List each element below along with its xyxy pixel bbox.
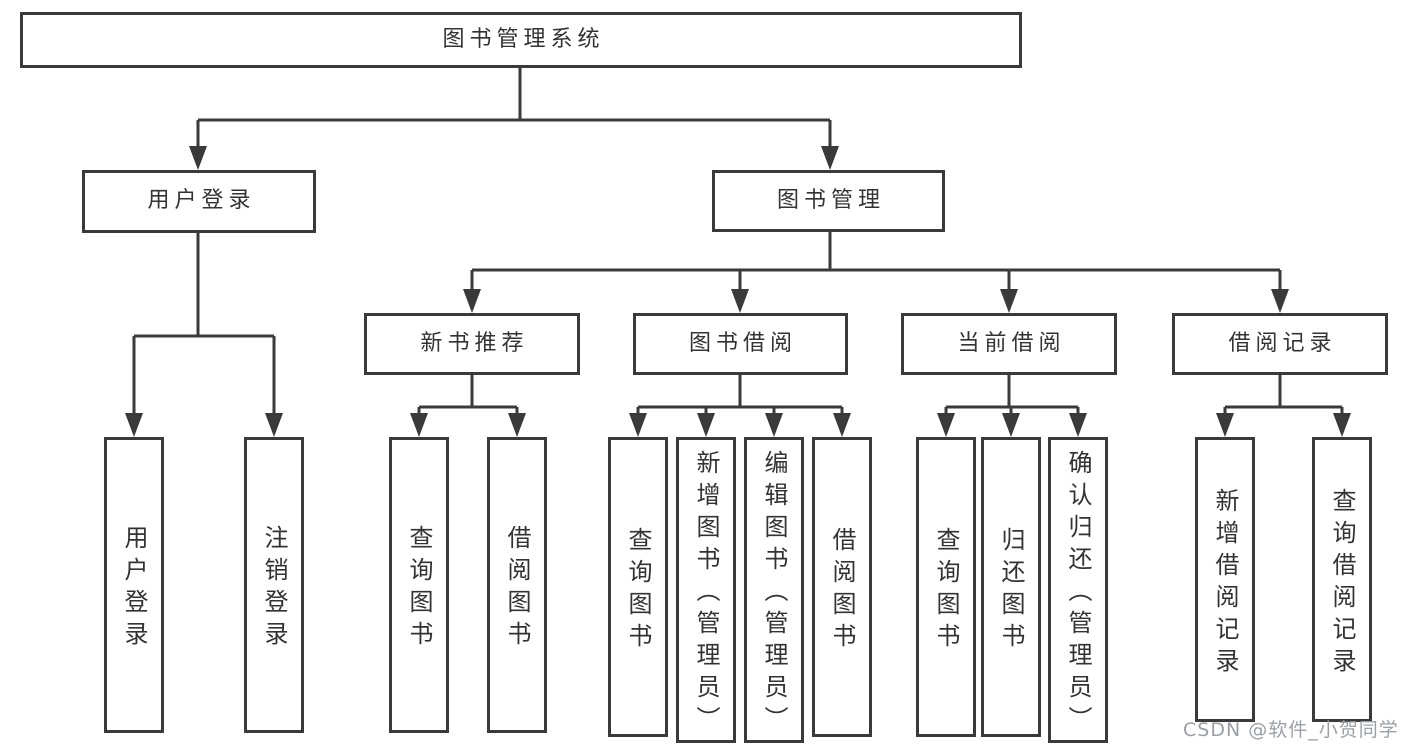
- leaf-query-books-1-label: 查询图书: [405, 525, 433, 653]
- leaf-return-books: 归还图书: [981, 437, 1041, 737]
- node-new-book-recommendation: 新书推荐: [364, 313, 580, 375]
- arrowhead-return-books: [1002, 413, 1020, 437]
- leaf-add-book-admin-label: 新增图书（管理员）: [692, 450, 720, 738]
- node-user-login: 用户登录: [82, 170, 316, 233]
- connector-borrowing-records-children: [1223, 375, 1344, 417]
- leaf-add-book-admin: 新增图书（管理员）: [676, 437, 736, 743]
- arrowhead-new-book: [463, 289, 481, 313]
- arrowhead-leaf-user-login: [125, 413, 143, 437]
- leaf-query-books-3-label: 查询图书: [932, 527, 960, 655]
- arrowhead-query-books-1: [410, 413, 428, 437]
- connector-user-login-children: [132, 233, 276, 417]
- arrowhead-leaf-logout: [265, 413, 283, 437]
- connector-book-borrowing-children: [636, 375, 844, 417]
- node-book-borrowing-label: 图书借阅: [688, 330, 797, 356]
- arrowhead-borrow-books-1: [508, 413, 526, 437]
- leaf-return-books-label: 归还图书: [997, 527, 1025, 655]
- leaf-query-borrow-record: 查询借阅记录: [1312, 437, 1372, 722]
- leaf-query-books-3: 查询图书: [916, 437, 976, 737]
- arrowhead-add-borrow-record: [1216, 413, 1234, 437]
- arrowhead-query-books-2: [629, 413, 647, 437]
- leaf-query-books-2: 查询图书: [608, 437, 668, 737]
- arrowhead-query-borrow-record: [1333, 413, 1351, 437]
- leaf-edit-book-admin: 编辑图书（管理员）: [744, 437, 804, 743]
- node-book-management: 图书管理: [712, 170, 945, 232]
- leaf-query-books-1: 查询图书: [389, 437, 449, 733]
- arrowhead-edit-book: [765, 413, 783, 437]
- leaf-query-books-2-label: 查询图书: [624, 527, 652, 655]
- node-book-borrowing: 图书借阅: [633, 313, 848, 375]
- leaf-query-borrow-record-label: 查询借阅记录: [1328, 487, 1356, 680]
- connector-book-management-children: [470, 232, 1282, 293]
- leaf-confirm-return-admin: 确认归还（管理员）: [1048, 437, 1108, 743]
- leaf-user-login: 用户登录: [104, 437, 164, 733]
- arrowhead-book-management: [821, 146, 839, 170]
- watermark-text: CSDN @软件_小贺同学: [1183, 719, 1399, 741]
- leaf-user-login-label: 用户登录: [120, 525, 148, 653]
- leaf-edit-book-admin-label: 编辑图书（管理员）: [760, 450, 788, 738]
- arrowhead-add-book: [697, 413, 715, 437]
- node-library-system-label: 图书管理系统: [442, 26, 605, 52]
- arrowhead-borrow-books-2: [833, 413, 851, 437]
- leaf-borrow-books-2: 借阅图书: [812, 437, 872, 737]
- node-borrowing-records-label: 借阅记录: [1228, 330, 1337, 356]
- arrowhead-query-books-3: [937, 413, 955, 437]
- connector-new-book-children: [417, 375, 519, 417]
- arrowhead-confirm-return: [1069, 413, 1087, 437]
- arrowhead-book-borrowing: [731, 289, 749, 313]
- node-user-login-label: 用户登录: [147, 188, 256, 214]
- arrowhead-user-login: [189, 146, 207, 170]
- connector-current-borrowing-children: [944, 375, 1080, 417]
- node-current-borrowing: 当前借阅: [901, 313, 1117, 375]
- node-new-book-recommendation-label: 新书推荐: [420, 330, 529, 356]
- leaf-logout: 注销登录: [244, 437, 304, 733]
- arrowhead-borrowing-records: [1271, 289, 1289, 313]
- node-borrowing-records: 借阅记录: [1172, 313, 1388, 375]
- leaf-borrow-books-1-label: 借阅图书: [503, 525, 531, 653]
- connector-root-to-level2: [196, 68, 832, 150]
- leaf-borrow-books-1: 借阅图书: [487, 437, 547, 733]
- node-current-borrowing-label: 当前借阅: [957, 330, 1066, 356]
- node-book-management-label: 图书管理: [776, 187, 885, 213]
- leaf-borrow-books-2-label: 借阅图书: [828, 527, 856, 655]
- leaf-add-borrow-record-label: 新增借阅记录: [1211, 487, 1239, 680]
- leaf-confirm-return-admin-label: 确认归还（管理员）: [1064, 450, 1092, 738]
- leaf-add-borrow-record: 新增借阅记录: [1195, 437, 1255, 722]
- node-library-system: 图书管理系统: [20, 12, 1022, 68]
- leaf-logout-label: 注销登录: [260, 525, 288, 653]
- arrowhead-current-borrowing: [1000, 289, 1018, 313]
